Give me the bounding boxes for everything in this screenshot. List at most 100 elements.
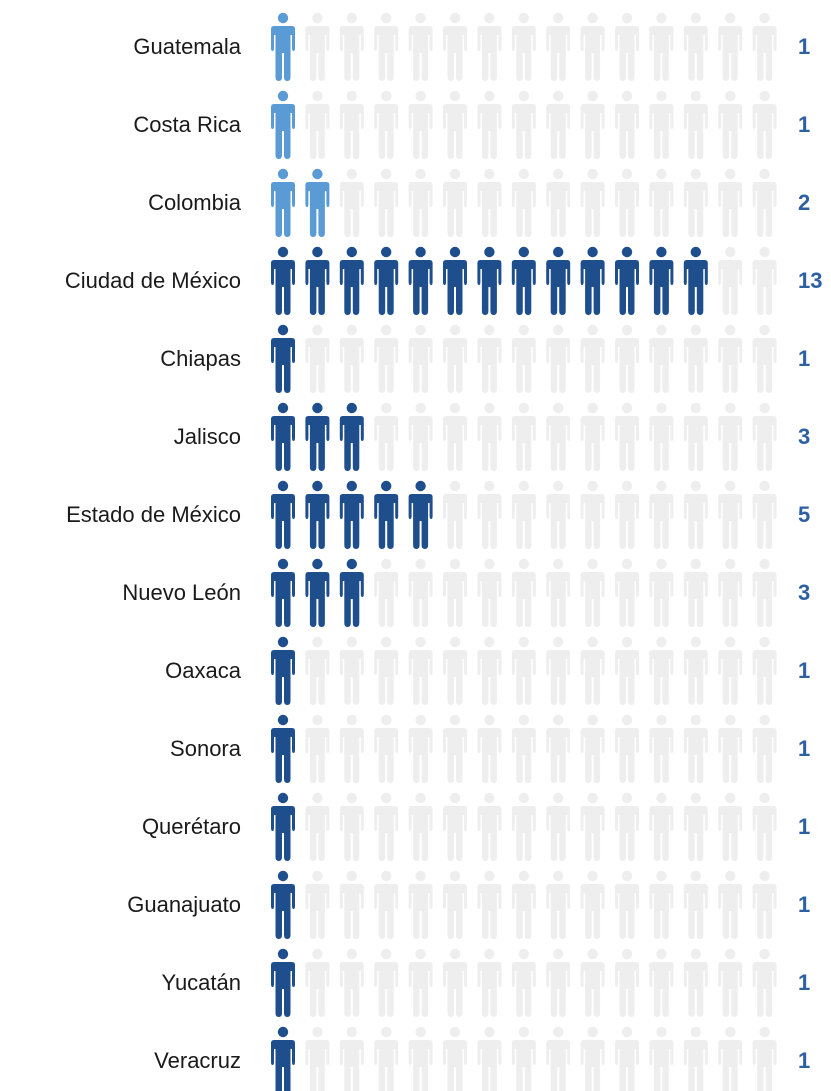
person-icon-empty (649, 636, 674, 705)
person-icon-filled (339, 480, 364, 549)
person-icon-empty (408, 870, 433, 939)
category-label: Veracruz (154, 1048, 241, 1073)
value-label: 1 (798, 1048, 811, 1073)
person-icon-empty (477, 168, 502, 237)
person-icon-empty (305, 1026, 330, 1091)
person-icon-empty (477, 558, 502, 627)
person-icon-empty (752, 246, 777, 315)
person-icon-empty (546, 870, 571, 939)
person-icon-empty (339, 168, 364, 237)
person-icon-empty (752, 870, 777, 939)
person-icon-empty (683, 324, 708, 393)
person-icon-empty (511, 870, 536, 939)
person-icon-empty (477, 636, 502, 705)
person-icon-empty (580, 12, 605, 81)
person-icon-empty (443, 168, 467, 237)
person-icon-filled (339, 246, 364, 315)
person-icon-empty (511, 324, 536, 393)
person-icon-empty (339, 948, 364, 1017)
person-icon-empty (443, 90, 467, 159)
person-icon-empty (443, 948, 467, 1017)
person-icon-empty (546, 1026, 571, 1091)
person-icon-empty (443, 558, 467, 627)
person-icon-empty (649, 558, 674, 627)
person-icon-filled (511, 246, 536, 315)
person-icon-empty (615, 558, 639, 627)
person-icon-empty (683, 870, 708, 939)
person-icon-empty (374, 558, 399, 627)
person-icon-empty (718, 1026, 743, 1091)
person-icon-empty (546, 324, 571, 393)
person-icon-empty (752, 636, 777, 705)
person-icon-empty (443, 1026, 467, 1091)
person-icon-empty (477, 480, 502, 549)
person-icon-empty (408, 792, 433, 861)
person-icon-empty (718, 636, 743, 705)
person-icon-filled (271, 480, 295, 549)
person-icon-empty (718, 792, 743, 861)
person-icon-filled (408, 246, 433, 315)
person-icon-empty (546, 402, 571, 471)
person-icon-empty (546, 480, 571, 549)
person-icon-empty (305, 948, 330, 1017)
value-label: 1 (798, 814, 811, 839)
person-icon-empty (374, 402, 399, 471)
person-icon-empty (649, 324, 674, 393)
person-icon-empty (305, 636, 330, 705)
person-icon-empty (477, 714, 502, 783)
person-icon-empty (305, 90, 330, 159)
person-icon-filled (271, 246, 295, 315)
person-icon-empty (511, 792, 536, 861)
person-icon-filled (271, 90, 295, 159)
person-icon-empty (374, 870, 399, 939)
person-icon-empty (511, 402, 536, 471)
person-icon-empty (546, 168, 571, 237)
person-icon-empty (546, 792, 571, 861)
person-icon-empty (477, 870, 502, 939)
person-icon-empty (649, 480, 674, 549)
person-icon-filled (374, 246, 399, 315)
person-icon-empty (752, 792, 777, 861)
person-icon-empty (477, 792, 502, 861)
person-icon-empty (649, 714, 674, 783)
person-icon-empty (580, 168, 605, 237)
person-icon-empty (615, 402, 639, 471)
person-icon-empty (511, 480, 536, 549)
category-label: Querétaro (141, 814, 241, 839)
person-icon-empty (649, 870, 674, 939)
person-icon-empty (718, 12, 743, 81)
person-icon-empty (339, 1026, 364, 1091)
category-label: Nuevo León (122, 580, 241, 605)
category-label: Guanajuato (127, 892, 241, 917)
person-icon-filled (271, 168, 295, 237)
person-icon-empty (580, 558, 605, 627)
person-icon-empty (615, 1026, 639, 1091)
person-icon-filled (271, 402, 295, 471)
value-label: 2 (798, 190, 811, 215)
person-icon-empty (408, 948, 433, 1017)
person-icon-empty (511, 558, 536, 627)
person-icon-filled (305, 558, 330, 627)
person-icon-filled (271, 636, 295, 705)
person-icon-empty (683, 402, 708, 471)
person-icon-empty (615, 90, 639, 159)
person-icon-empty (649, 12, 674, 81)
category-label: Chiapas (160, 346, 241, 371)
person-icon-empty (752, 402, 777, 471)
person-icon-empty (752, 948, 777, 1017)
person-icon-empty (374, 636, 399, 705)
person-icon-empty (615, 870, 639, 939)
category-label: Costa Rica (133, 112, 241, 137)
value-label: 1 (798, 112, 811, 137)
person-icon-empty (683, 90, 708, 159)
person-icon-empty (615, 12, 639, 81)
person-icon-empty (683, 1026, 708, 1091)
person-icon-filled (339, 402, 364, 471)
person-icon-empty (752, 1026, 777, 1091)
person-icon-empty (305, 792, 330, 861)
person-icon-empty (305, 714, 330, 783)
person-icon-filled (374, 480, 399, 549)
value-label: 1 (798, 34, 811, 59)
category-label: Ciudad de México (64, 268, 241, 293)
category-label: Yucatán (161, 970, 241, 995)
